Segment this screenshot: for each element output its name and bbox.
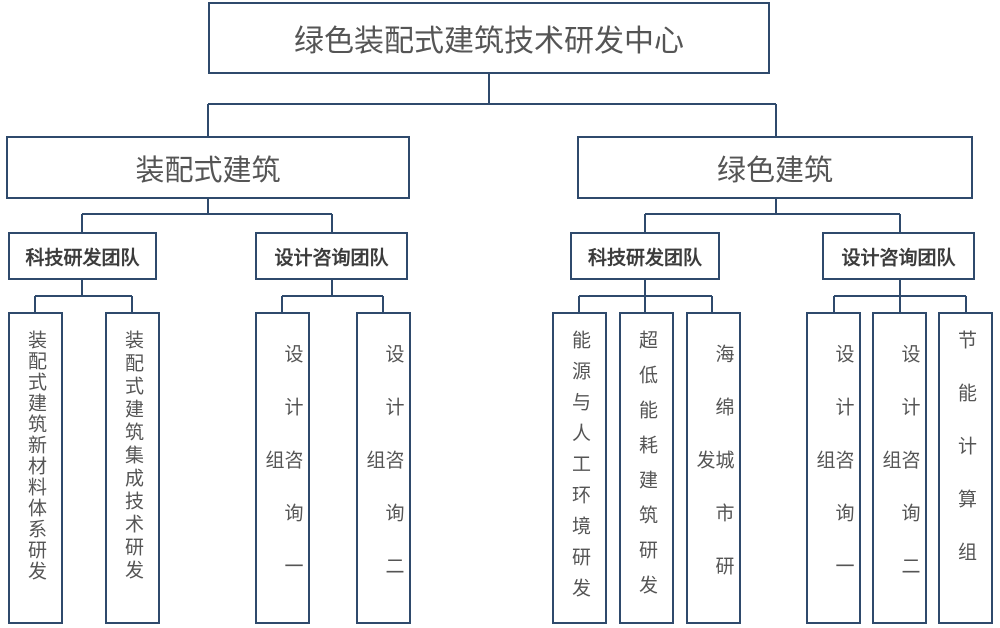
connector-team-4 <box>833 280 967 312</box>
group-label: 装配式建筑集成技术研发 <box>122 330 144 583</box>
connector-team-1 <box>34 280 133 312</box>
group-design-1-right: 设计咨询一组 <box>806 312 861 624</box>
team-label: 设计咨询团队 <box>274 246 389 269</box>
branch-green-building: 绿色建筑 <box>577 136 973 199</box>
group-label: 超低能耗建筑研发 <box>636 330 658 610</box>
group-label: 装配式建筑新材料体系研发 <box>25 330 47 582</box>
team-label: 科技研发团队 <box>25 246 140 269</box>
team-research-left: 科技研发团队 <box>8 232 157 280</box>
team-design-left: 设计咨询团队 <box>255 232 408 280</box>
group-sponge-city: 海绵城市研发 <box>686 312 741 624</box>
group-design-1-left: 设计咨询一组 <box>255 312 310 624</box>
connector-team-3 <box>578 280 713 312</box>
group-prefab-integration: 装配式建筑集成技术研发 <box>105 312 160 624</box>
connector-branch-right <box>644 199 901 232</box>
group-energy-calc: 节能计算组 <box>938 312 993 624</box>
team-label: 科技研发团队 <box>587 246 702 269</box>
group-prefab-material: 装配式建筑新材料体系研发 <box>8 312 63 624</box>
connector-team-2 <box>281 280 384 312</box>
group-label: 设计咨询二组 <box>879 343 921 609</box>
team-label: 设计咨询团队 <box>841 246 956 269</box>
group-design-2-right: 设计咨询二组 <box>872 312 927 624</box>
group-label: 节能计算组 <box>955 330 977 595</box>
group-label: 设计咨询二组 <box>363 343 405 609</box>
group-design-2-left: 设计咨询二组 <box>356 312 411 624</box>
branch-prefab-building: 装配式建筑 <box>6 136 410 199</box>
team-research-right: 科技研发团队 <box>570 232 720 280</box>
root-label: 绿色装配式建筑技术研发中心 <box>294 24 684 59</box>
branch-label: 绿色建筑 <box>716 152 833 187</box>
connector-branch-left <box>81 199 333 232</box>
group-label: 设计咨询一组 <box>262 343 304 609</box>
group-ultra-low-energy: 超低能耗建筑研发 <box>619 312 674 624</box>
branch-label: 装配式建筑 <box>135 152 281 187</box>
group-label: 能源与人工环境研发 <box>569 330 591 609</box>
group-label: 海绵城市研发 <box>693 343 735 609</box>
root-node: 绿色装配式建筑技术研发中心 <box>208 2 770 74</box>
team-design-right: 设计咨询团队 <box>822 232 975 280</box>
group-energy-environment: 能源与人工环境研发 <box>552 312 607 624</box>
group-label: 设计咨询一组 <box>813 343 855 609</box>
connector-root <box>207 74 777 136</box>
